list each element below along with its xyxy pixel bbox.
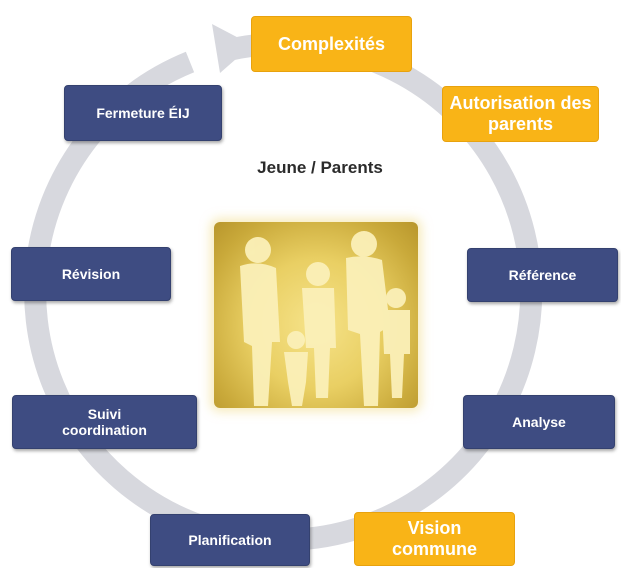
step-label: Référence [508, 266, 577, 283]
step-label: Vision commune [391, 518, 478, 559]
step-revision: Révision [11, 247, 171, 301]
step-reference: Référence [467, 248, 618, 302]
step-autorisation-des-parents: Autorisation des parents [442, 86, 599, 142]
step-analyse: Analyse [463, 395, 615, 449]
step-label: Suivi coordination [62, 405, 147, 438]
step-suivi-coordination: Suivi coordination [12, 395, 197, 449]
family-silhouette-image [214, 222, 418, 408]
step-label: Analyse [512, 413, 566, 430]
step-label: Révision [61, 265, 121, 282]
step-label: Complexités [277, 33, 386, 54]
cycle-arrowhead [212, 24, 252, 73]
step-label: Autorisation des parents [449, 93, 592, 134]
step-vision-commune: Vision commune [354, 512, 515, 566]
step-complexites: Complexités [251, 16, 412, 72]
center-title: Jeune / Parents [257, 158, 383, 177]
step-label: Fermeture ÉIJ [96, 104, 190, 121]
step-planification: Planification [150, 514, 310, 566]
step-label: Planification [188, 531, 272, 548]
family-silhouette-icon [240, 231, 410, 406]
step-fermeture-eij: Fermeture ÉIJ [64, 85, 222, 141]
